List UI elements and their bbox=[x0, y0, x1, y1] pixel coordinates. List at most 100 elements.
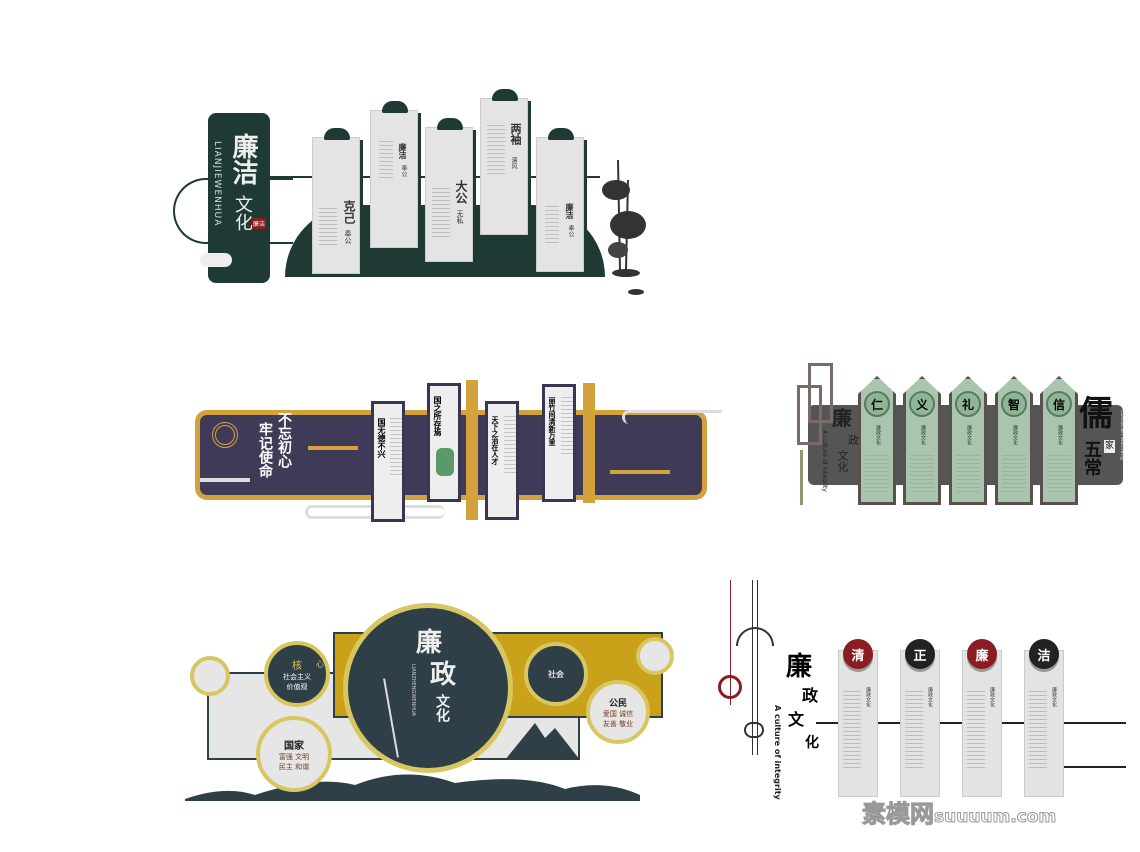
fan-icon bbox=[736, 627, 774, 646]
rail-line bbox=[1064, 766, 1126, 768]
seal: 廉洁 bbox=[252, 218, 267, 229]
card-sub: 廉政文化 bbox=[875, 425, 881, 445]
panel-title: 天下之治在人才 bbox=[491, 416, 499, 465]
ring-icon bbox=[212, 422, 238, 448]
cloud-bar bbox=[610, 470, 670, 474]
circle-line: 民主 和谐 bbox=[278, 762, 310, 771]
panel: 廉洁 奉公 bbox=[536, 128, 584, 272]
watermark-brand: 素模网 bbox=[862, 800, 935, 829]
card-sub: 廉政文化 bbox=[1051, 687, 1057, 707]
cloud-icon bbox=[492, 89, 518, 101]
panel-sub: 奉公 bbox=[344, 230, 352, 244]
panel: 天下之治在人才 bbox=[485, 401, 519, 520]
virtue-char: 智 bbox=[1001, 391, 1027, 417]
circle-values: 核 社会主义 价值观 心 bbox=[264, 641, 330, 707]
panel-sub: 奉公 bbox=[567, 225, 574, 237]
deco-circle bbox=[636, 637, 674, 675]
panel-title: 克己 bbox=[342, 200, 356, 224]
circle-heading: 社会 bbox=[548, 669, 564, 679]
circle-heading: 公民 bbox=[608, 698, 627, 709]
english-subtitle: A culture of integrity bbox=[773, 705, 782, 800]
virtue-card: 仁 廉政文化 bbox=[858, 376, 896, 505]
title-a: 廉 bbox=[416, 628, 443, 658]
knot-icon bbox=[718, 675, 742, 699]
virtue-char: 仁 bbox=[864, 391, 890, 417]
circle-guojia: 国家 富强 文明 民主 和谐 bbox=[256, 716, 332, 792]
pinyin: LIANZHENGWENHUA bbox=[410, 664, 416, 717]
gold-bar bbox=[583, 383, 595, 503]
panel: 廉洁 奉公 bbox=[370, 101, 418, 248]
flower-knot-icon bbox=[744, 722, 764, 738]
virtue-char: 义 bbox=[909, 391, 935, 417]
virtue-card: 信 廉政文化 bbox=[1040, 376, 1078, 505]
side-title-b: 五常 bbox=[1081, 440, 1102, 476]
virtue-char: 信 bbox=[1046, 391, 1072, 417]
virtue-char: 礼 bbox=[955, 391, 981, 417]
title-c: 文 bbox=[788, 710, 805, 729]
panel: 大公 无私 bbox=[425, 118, 473, 262]
panel-sub: 无私 bbox=[456, 210, 464, 224]
circle-heading: 核 bbox=[292, 660, 302, 672]
integrity-char: 洁 bbox=[1029, 639, 1059, 669]
integrity-char: 清 bbox=[843, 639, 873, 669]
mountain-wave bbox=[185, 774, 640, 801]
cloud-icon bbox=[548, 128, 574, 140]
card-sub: 廉政文化 bbox=[927, 687, 933, 707]
virtue-card: 礼 廉政文化 bbox=[949, 376, 987, 505]
panel-sub: 清风 bbox=[510, 157, 517, 169]
watermark: 素模网suuuum.com bbox=[862, 800, 1057, 831]
cloud-bar bbox=[308, 446, 358, 450]
circle-line: 社会主义 bbox=[283, 672, 311, 681]
virtue-card: 义 廉政文化 bbox=[903, 376, 941, 505]
side-seal: 家 bbox=[1104, 440, 1116, 453]
cloud-swirl bbox=[622, 410, 722, 424]
card-sub: 廉政文化 bbox=[966, 425, 972, 445]
bamboo-icon bbox=[800, 450, 803, 505]
mountain-icon bbox=[505, 723, 580, 760]
integrity-card: 廉 廉政文化 bbox=[962, 639, 1002, 797]
integrity-char: 廉 bbox=[967, 639, 997, 669]
panel: 丽竹间清新万里 bbox=[542, 384, 576, 502]
circle-line: 爱国 诚信 bbox=[602, 709, 634, 718]
hang-string bbox=[757, 580, 758, 755]
integrity-char: 正 bbox=[905, 639, 935, 669]
title-b: 文化 bbox=[232, 195, 253, 231]
cloud-icon bbox=[437, 118, 463, 130]
title-d: 化 bbox=[805, 735, 819, 751]
panel: 两袖 清风 bbox=[480, 89, 528, 235]
slogan-a: 不忘初心 bbox=[276, 412, 292, 468]
title-a: 廉 bbox=[832, 406, 852, 430]
title-c: 文化 bbox=[836, 450, 849, 472]
title-a: 廉 bbox=[786, 652, 813, 682]
cloud-icon bbox=[324, 128, 350, 140]
panel-title: 两袖 bbox=[509, 123, 522, 145]
watermark-domain: suuuum.com bbox=[933, 807, 1057, 828]
circle-line: 价值观 bbox=[286, 682, 308, 691]
card-sub: 廉政文化 bbox=[865, 687, 871, 707]
virtue-card: 智 廉政文化 bbox=[995, 376, 1033, 505]
panel-sub: 奉公 bbox=[400, 165, 407, 177]
circle-shehui: 社会 bbox=[524, 642, 588, 706]
side-english: Confucian Wuchang bbox=[1119, 410, 1125, 460]
integrity-card: 正 廉政文化 bbox=[900, 639, 940, 797]
card-sub: 廉政文化 bbox=[1012, 425, 1018, 445]
integrity-card: 洁 廉政文化 bbox=[1024, 639, 1064, 797]
title-b: 政 bbox=[430, 660, 457, 690]
lotus-icon bbox=[602, 159, 646, 295]
panel-title: 丽竹间清新万里 bbox=[548, 397, 556, 446]
integrity-card: 清 廉政文化 bbox=[838, 639, 878, 797]
gold-bar bbox=[466, 380, 478, 520]
panel-title: 大公 bbox=[454, 180, 468, 204]
side-title-a: 儒 bbox=[1079, 394, 1113, 434]
card-sub: 廉政文化 bbox=[989, 687, 995, 707]
title-c: 文化 bbox=[434, 694, 450, 722]
panel: 克己 奉公 bbox=[312, 128, 360, 274]
slogan-b: 牢记使命 bbox=[257, 422, 273, 478]
panel: 国之所存焉 bbox=[427, 383, 461, 502]
panel: 国无德不兴 bbox=[371, 401, 405, 522]
circle-line: 富强 文明 bbox=[278, 752, 310, 761]
circle-line: 友善 敬业 bbox=[602, 719, 634, 728]
title-a: 廉洁 bbox=[228, 133, 258, 185]
title-b: 政 bbox=[848, 434, 859, 447]
cloud-bar bbox=[200, 478, 250, 482]
